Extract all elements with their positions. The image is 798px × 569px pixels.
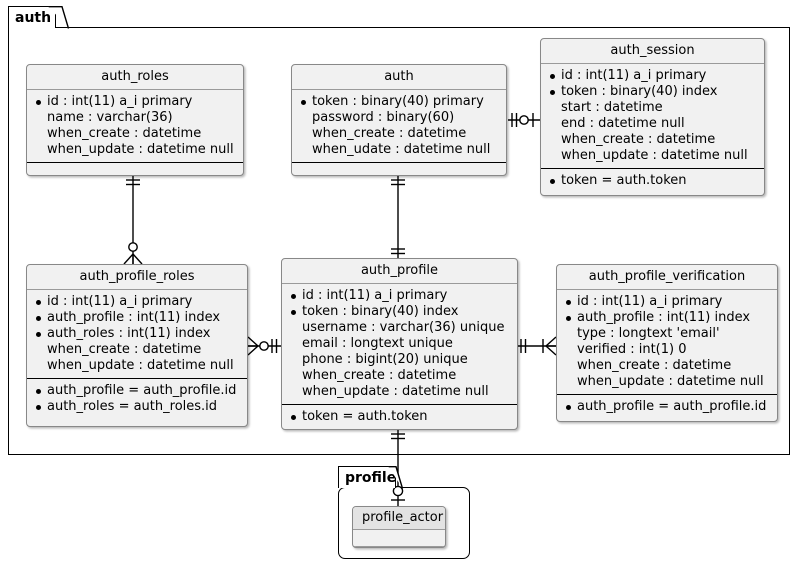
entity-profile-actor[interactable]: profile_actor <box>352 506 446 548</box>
relation-row: token = auth.token <box>290 409 509 425</box>
attribute-row: username : varchar(36) unique <box>302 320 505 335</box>
attribute-row: when_create : datetime <box>47 126 202 141</box>
entity-auth-roles-title: auth_roles <box>27 65 243 90</box>
attribute-row: id : int(11) a_i primary <box>549 68 756 84</box>
entity-auth[interactable]: auth token : binary(40) primary password… <box>291 64 507 176</box>
entity-auth-profile[interactable]: auth_profile id : int(11) a_i primary to… <box>281 258 518 430</box>
entity-profile-actor-attributes <box>353 530 445 547</box>
entity-auth-roles[interactable]: auth_roles id : int(11) a_i primary name… <box>26 64 244 176</box>
entity-auth-relations <box>292 163 506 175</box>
attribute-row: token : binary(40) primary <box>300 94 498 110</box>
relation-row: token = auth.token <box>549 173 756 189</box>
attribute-row: when_udate : datetime null <box>312 142 491 157</box>
attribute-row: auth_profile : int(11) index <box>565 310 769 326</box>
attribute-row: when_update : datetime null <box>302 384 489 399</box>
package-auth-label: auth <box>15 9 52 26</box>
entity-auth-roles-attributes: id : int(11) a_i primary name : varchar(… <box>27 90 243 163</box>
attribute-row: id : int(11) a_i primary <box>35 94 235 110</box>
attribute-row: when_create : datetime <box>312 126 467 141</box>
entity-auth-profile-verification-title: auth_profile_verification <box>557 265 777 290</box>
entity-auth-profile-roles-attributes: id : int(11) a_i primary auth_profile : … <box>27 290 247 379</box>
attribute-row: start : datetime <box>561 100 663 115</box>
entity-auth-profile-verification-attributes: id : int(11) a_i primary auth_profile : … <box>557 290 777 395</box>
attribute-row: when_create : datetime <box>577 358 732 373</box>
attribute-row: phone : bigint(20) unique <box>302 352 468 367</box>
attribute-row: verified : int(1) 0 <box>577 342 687 357</box>
entity-auth-session[interactable]: auth_session id : int(11) a_i primary to… <box>540 38 765 196</box>
entity-auth-profile-relations: token = auth.token <box>282 405 517 429</box>
attribute-row: password : binary(60) <box>312 110 455 125</box>
attribute-row: when_create : datetime <box>302 368 457 383</box>
entity-auth-session-title: auth_session <box>541 39 764 64</box>
entity-auth-profile-verification-relations: auth_profile = auth_profile.id <box>557 395 777 419</box>
entity-auth-title: auth <box>292 65 506 90</box>
attribute-row: when_create : datetime <box>561 132 716 147</box>
attribute-row: id : int(11) a_i primary <box>565 294 769 310</box>
entity-profile-actor-relations <box>353 547 445 548</box>
attribute-row: token : binary(40) index <box>290 304 509 320</box>
attribute-row: id : int(11) a_i primary <box>290 288 509 304</box>
attribute-row: name : varchar(36) <box>47 110 173 125</box>
entity-auth-profile-roles[interactable]: auth_profile_roles id : int(11) a_i prim… <box>26 264 248 427</box>
attribute-row: end : datetime null <box>561 116 685 131</box>
entity-auth-roles-relations <box>27 163 243 175</box>
attribute-row: type : longtext 'email' <box>577 326 720 341</box>
attribute-row: token : binary(40) index <box>549 84 756 100</box>
attribute-row: email : longtext unique <box>302 336 453 351</box>
attribute-row: when_update : datetime null <box>561 148 748 163</box>
attribute-row: when_create : datetime <box>47 342 202 357</box>
attribute-row: when_update : datetime null <box>47 142 234 157</box>
entity-auth-profile-title: auth_profile <box>282 259 517 284</box>
entity-profile-actor-title: profile_actor <box>353 507 445 530</box>
attribute-row: auth_profile : int(11) index <box>35 310 239 326</box>
entity-auth-profile-roles-relations: auth_profile = auth_profile.id auth_role… <box>27 379 247 419</box>
attribute-row: auth_roles : int(11) index <box>35 326 239 342</box>
attribute-row: when_update : datetime null <box>577 374 764 389</box>
attribute-row: id : int(11) a_i primary <box>35 294 239 310</box>
entity-auth-profile-roles-title: auth_profile_roles <box>27 265 247 290</box>
relation-row: auth_profile = auth_profile.id <box>565 399 769 415</box>
entity-auth-profile-verification[interactable]: auth_profile_verification id : int(11) a… <box>556 264 778 422</box>
package-profile-label: profile <box>345 469 397 486</box>
entity-auth-attributes: token : binary(40) primary password : bi… <box>292 90 506 163</box>
package-profile-tab: profile <box>338 466 396 488</box>
entity-auth-session-attributes: id : int(11) a_i primary token : binary(… <box>541 64 764 169</box>
entity-auth-profile-attributes: id : int(11) a_i primary token : binary(… <box>282 284 517 405</box>
relation-row: auth_profile = auth_profile.id <box>35 383 239 399</box>
entity-auth-session-relations: token = auth.token <box>541 169 764 193</box>
attribute-row: when_update : datetime null <box>47 358 234 373</box>
relation-row: auth_roles = auth_roles.id <box>35 399 239 415</box>
package-auth-tab: auth <box>8 6 56 28</box>
